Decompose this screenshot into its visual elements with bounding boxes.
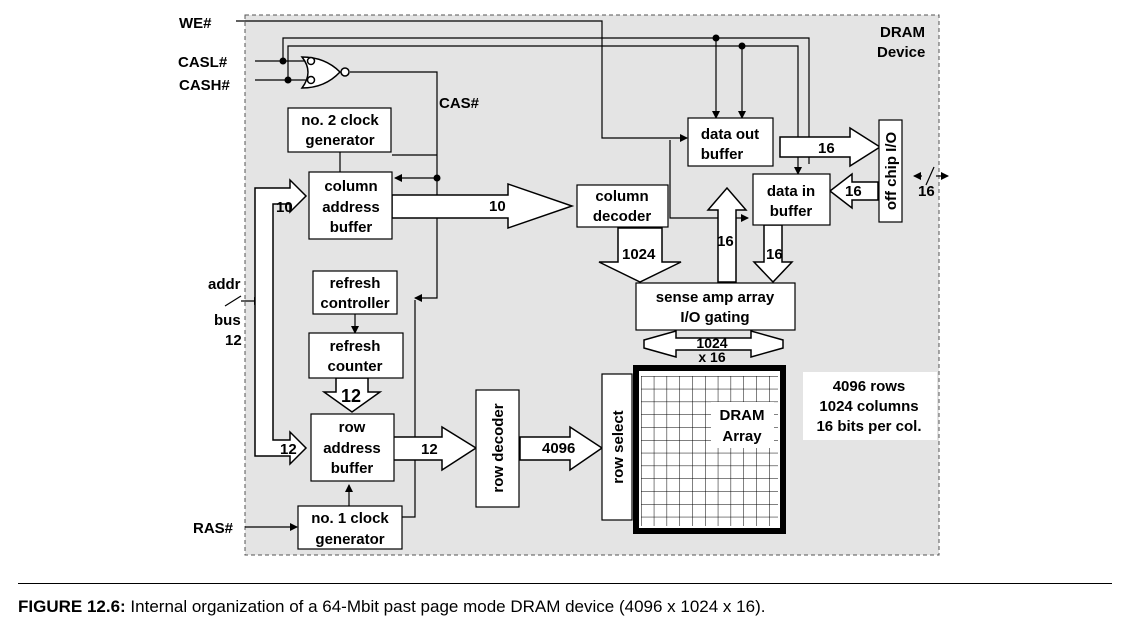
- row-decoder: [475, 389, 520, 508]
- dataout-label-1: data out: [701, 126, 759, 143]
- width-col-out: 10: [489, 198, 506, 215]
- refctrl-label-1: refresh: [330, 275, 381, 292]
- addr-bus-arrow: [254, 178, 308, 466]
- column-address-buffer: [308, 171, 393, 240]
- in-sense-arrow: [752, 224, 794, 284]
- junction-dots: [279, 34, 746, 182]
- array-label-2: Array: [722, 428, 762, 445]
- array-io-arrow: [643, 330, 784, 358]
- rowbuf-label-1: row: [339, 419, 366, 436]
- off-chip-label: off chip I/O: [883, 132, 900, 211]
- refcnt-label-1: refresh: [330, 338, 381, 355]
- refresh-counter: [308, 332, 404, 379]
- row-select-label: row select: [610, 410, 627, 483]
- array-info-3: 16 bits per col.: [816, 418, 921, 435]
- rowbuf-label-2: address: [323, 440, 381, 457]
- dram-array-label-bg: [711, 402, 774, 448]
- array-io-width-1: 1024: [696, 335, 727, 351]
- addr-width-label: 12: [225, 332, 242, 349]
- dram-diagram: WE# CASL# CASH# CAS# RAS# addr bus 12 DR…: [178, 14, 949, 556]
- no1-clock-generator: [297, 505, 403, 550]
- cas-label: CAS#: [439, 95, 480, 112]
- cash-label: CASH#: [179, 77, 231, 94]
- refcnt-label-2: counter: [327, 358, 382, 375]
- device-title-2: Device: [877, 44, 925, 61]
- sense-out-arrow: [706, 186, 748, 283]
- sense-amp-array: [635, 282, 796, 331]
- off-chip-io: [878, 119, 903, 223]
- width-rowdec-out: 4096: [542, 440, 575, 457]
- counter-bus-arrow: [321, 377, 383, 413]
- array-info-box: [803, 372, 937, 440]
- we-label: WE#: [179, 15, 212, 32]
- figure-caption: FIGURE 12.6: Internal organization of a …: [18, 597, 1118, 617]
- dram-array-grid: [641, 376, 778, 526]
- out-io-arrow: [779, 126, 882, 168]
- colbuf-label-1: column: [324, 178, 377, 195]
- device-title-1: DRAM: [880, 24, 925, 41]
- row-bus-arrow: [391, 425, 478, 472]
- caption-label: FIGURE 12.6:: [18, 597, 126, 616]
- width-col-in: 10: [276, 199, 293, 216]
- colbuf-label-2: address: [322, 199, 380, 216]
- coldec-label-1: column: [595, 188, 648, 205]
- data-in-buffer: [752, 173, 831, 226]
- clock2-label-2: generator: [305, 132, 374, 149]
- no2-clock-generator: [287, 107, 392, 153]
- row-decoder-bus-arrow: [519, 425, 604, 472]
- col-decoder-bus-arrow: [598, 227, 682, 283]
- datain-label-1: data in: [767, 183, 815, 200]
- clock1-label-1: no. 1 clock: [311, 510, 389, 527]
- array-info-2: 1024 columns: [819, 398, 918, 415]
- caption-text: Internal organization of a 64-Mbit past …: [125, 597, 766, 616]
- width-row-in: 12: [280, 441, 297, 458]
- nor-gate: [300, 56, 350, 89]
- width-external: 16: [918, 183, 935, 200]
- row-select: [601, 373, 633, 521]
- width-coldec-out: 1024: [622, 246, 656, 263]
- ras-label: RAS#: [193, 520, 234, 537]
- caption-rule: [18, 583, 1112, 584]
- width-counter-out: 12: [341, 386, 361, 406]
- clock1-label-2: generator: [315, 531, 384, 548]
- refresh-controller: [312, 270, 398, 315]
- array-label-1: DRAM: [720, 407, 765, 424]
- datain-label-2: buffer: [770, 203, 813, 220]
- column-decoder: [576, 184, 669, 228]
- colbuf-label-3: buffer: [330, 219, 373, 236]
- sense-label-2: I/O gating: [680, 309, 749, 326]
- array-info-1: 4096 rows: [833, 378, 906, 395]
- array-io-width-2: x 16: [698, 349, 725, 365]
- width-in-sense: 16: [766, 246, 783, 263]
- dataout-label-2: buffer: [701, 146, 744, 163]
- data-out-buffer: [687, 117, 774, 167]
- addr-label-2: bus: [214, 312, 241, 329]
- width-out-io: 16: [818, 140, 835, 157]
- row-decoder-label: row decoder: [490, 403, 507, 492]
- col-bus-arrow: [391, 182, 575, 230]
- casl-label: CASL#: [178, 54, 228, 71]
- coldec-label-2: decoder: [593, 208, 652, 225]
- addr-label-1: addr: [208, 276, 241, 293]
- sense-label-1: sense amp array: [656, 289, 775, 306]
- width-row-out: 12: [421, 441, 438, 458]
- row-address-buffer: [310, 413, 395, 482]
- width-io-in: 16: [845, 183, 862, 200]
- io-in-arrow: [828, 172, 879, 210]
- clock2-label-1: no. 2 clock: [301, 112, 379, 129]
- refctrl-label-2: controller: [320, 295, 389, 312]
- blocks: [287, 107, 937, 550]
- width-sense-out: 16: [717, 233, 734, 250]
- bus-arrows: [254, 126, 882, 472]
- rowbuf-label-3: buffer: [331, 460, 374, 477]
